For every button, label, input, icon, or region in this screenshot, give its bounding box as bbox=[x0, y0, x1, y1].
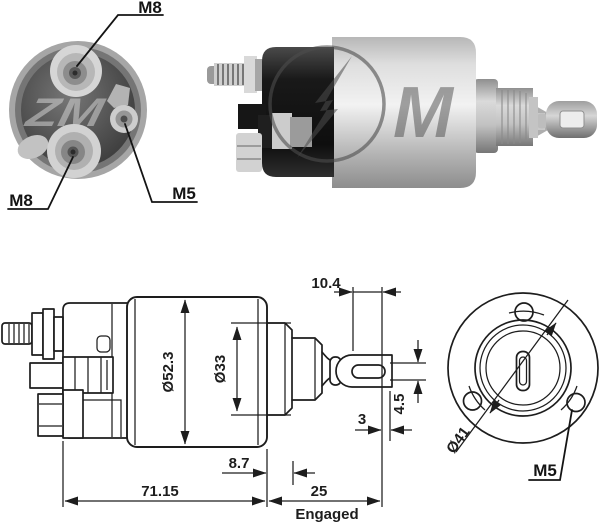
watermark-m-text: M bbox=[393, 73, 455, 153]
leader-line-m5-front bbox=[528, 409, 573, 481]
dim-travel: 10.4 bbox=[311, 275, 341, 292]
leader-line-m5 bbox=[124, 123, 198, 203]
front-view-drawing: Ø41 M5 bbox=[443, 292, 599, 481]
dim-overall-length: 71.15 bbox=[141, 483, 179, 500]
drawing-top-stud bbox=[1, 308, 64, 360]
side-view-drawing: Ø52.3 Ø33 10.4 4.5 3 bbox=[1, 275, 426, 523]
dim-front-diameter: Ø33 bbox=[212, 355, 229, 383]
side-view-dimensions: Ø52.3 Ø33 10.4 4.5 3 bbox=[62, 275, 426, 523]
center-slot bbox=[515, 350, 531, 392]
solenoid-face bbox=[21, 53, 135, 167]
dim-pilot-diameter: Ø41 bbox=[443, 424, 473, 457]
engaged-label: Engaged bbox=[295, 506, 358, 523]
m5-label: M5 bbox=[172, 184, 196, 203]
m8-terminal-top bbox=[50, 45, 102, 97]
drawing-bottom-bolt bbox=[37, 389, 84, 439]
m5-front-label: M5 bbox=[533, 461, 557, 480]
dim-slot-width: 4.5 bbox=[391, 394, 408, 415]
lower-terminal-bolt bbox=[236, 133, 262, 172]
end-view-photo: ZM M8 M8 M5 bbox=[7, 0, 198, 210]
m8-bottom-label: M8 bbox=[9, 191, 33, 210]
drawing-mid-stud bbox=[29, 356, 114, 394]
drawing-plunger bbox=[321, 351, 393, 388]
solenoid-photo: M bbox=[207, 37, 597, 188]
leader-line-m8-bottom bbox=[7, 156, 74, 210]
m8-terminal-bottom bbox=[47, 124, 101, 178]
front-ring bbox=[474, 79, 498, 153]
dim-gap: 3 bbox=[358, 411, 366, 428]
zm-watermark-logo: M bbox=[268, 45, 455, 163]
mounting-flange-outline bbox=[447, 292, 599, 444]
dim-collar-length: 8.7 bbox=[229, 455, 250, 472]
diameter-line bbox=[455, 299, 569, 453]
drawing-second-section bbox=[291, 337, 323, 401]
drawing-front-collar bbox=[266, 322, 293, 416]
m5-hole-right bbox=[566, 392, 586, 413]
m8-top-label: M8 bbox=[138, 0, 162, 17]
dim-body-diameter: Ø52.3 bbox=[160, 352, 177, 393]
m5-terminal bbox=[107, 84, 138, 133]
m5-hole-left bbox=[462, 391, 483, 411]
plunger-eye-hole bbox=[559, 110, 585, 129]
drawing-main-body bbox=[126, 296, 268, 448]
solenoid-body bbox=[332, 37, 476, 188]
clevis-slot bbox=[351, 364, 386, 379]
leader-line-m8-top bbox=[76, 14, 164, 67]
dim-engaged-length: 25 bbox=[311, 483, 328, 500]
motor-terminal-stud bbox=[272, 113, 292, 149]
contact-housing bbox=[262, 47, 334, 177]
